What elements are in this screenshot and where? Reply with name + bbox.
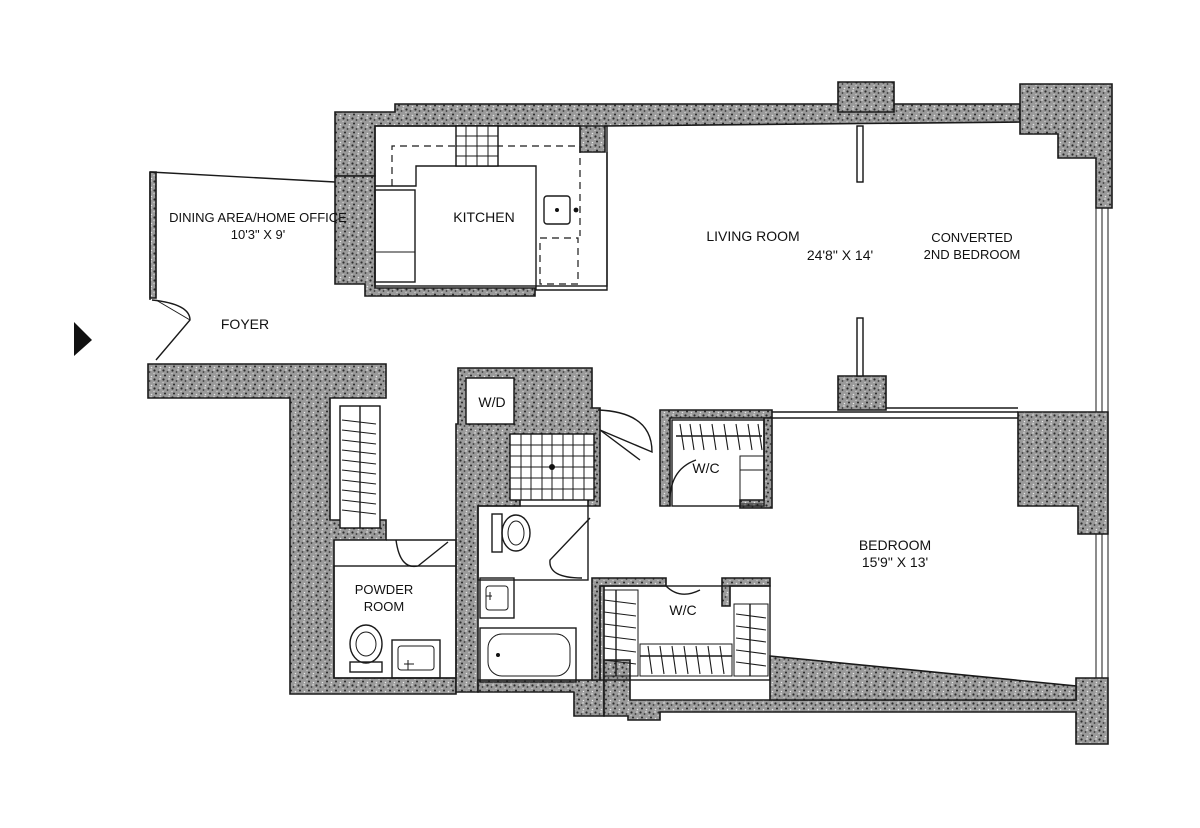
wall-column-living bbox=[837, 375, 887, 411]
powder-sink-icon bbox=[391, 639, 441, 679]
partition-post-top bbox=[856, 125, 864, 183]
dining-name: DINING AREA/HOME OFFICE bbox=[169, 210, 347, 225]
bedroom-label: BEDROOM 15'9" X 13' bbox=[859, 537, 931, 571]
wall-foyer-lower bbox=[147, 363, 457, 695]
closet-upper-label: W/C bbox=[692, 460, 720, 476]
wall-closet-upper-right bbox=[739, 417, 773, 509]
powder-toilet-icon bbox=[349, 624, 383, 673]
powder-line1: POWDER bbox=[354, 582, 414, 597]
bedroom-name: BEDROOM bbox=[858, 537, 932, 553]
closet-upper-rods bbox=[671, 419, 765, 507]
powder-line2: ROOM bbox=[363, 599, 405, 614]
shower-icon bbox=[509, 433, 595, 501]
converted-line1: CONVERTED bbox=[931, 230, 1013, 245]
partition-post-bottom bbox=[856, 317, 864, 377]
wall-closet-upper bbox=[659, 409, 773, 507]
washer-dryer bbox=[465, 377, 515, 425]
kitchen-label: KITCHEN bbox=[453, 209, 514, 226]
bathtub-icon bbox=[479, 627, 577, 683]
wall-top bbox=[334, 103, 1021, 177]
kitchen-sink-icon bbox=[543, 195, 579, 225]
wall-kitchen-left bbox=[334, 175, 536, 297]
wall-bath-lower bbox=[477, 583, 605, 717]
toilet-icon bbox=[491, 513, 531, 553]
converted-line2: 2ND BEDROOM bbox=[923, 247, 1021, 262]
converted-bedroom-label: CONVERTED 2ND BEDROOM bbox=[924, 229, 1021, 263]
closet-lower-rods bbox=[599, 585, 771, 681]
entry-arrow-icon bbox=[74, 322, 92, 356]
wall-corner-middle-right bbox=[1017, 411, 1109, 535]
dining-size: 10'3" X 9' bbox=[230, 227, 286, 242]
hall-closet-rod bbox=[339, 405, 381, 529]
bedroom-size: 15'9" X 13' bbox=[861, 554, 929, 570]
powder-room-label: POWDER ROOM bbox=[355, 581, 414, 615]
wall-closet-right bbox=[721, 577, 771, 607]
entry-door-icon bbox=[151, 299, 191, 361]
wall-corner-top-right bbox=[1019, 83, 1113, 209]
wall-column-top bbox=[837, 81, 895, 113]
living-room-name: LIVING ROOM bbox=[706, 228, 800, 244]
dining-label: DINING AREA/HOME OFFICE 10'3" X 9' bbox=[169, 209, 347, 243]
stove-icon bbox=[455, 125, 499, 167]
washer-dryer-label: W/D bbox=[478, 394, 506, 410]
wall-dining-left bbox=[149, 171, 157, 299]
kitchen-name: KITCHEN bbox=[453, 209, 515, 225]
living-room-size: 24'8" X 14' bbox=[806, 247, 874, 263]
wall-bottom-segment bbox=[769, 655, 1077, 701]
closet-lower-label: W/C bbox=[669, 602, 697, 618]
vanity-sink-icon bbox=[479, 577, 515, 619]
foyer-label: FOYER bbox=[220, 316, 270, 332]
